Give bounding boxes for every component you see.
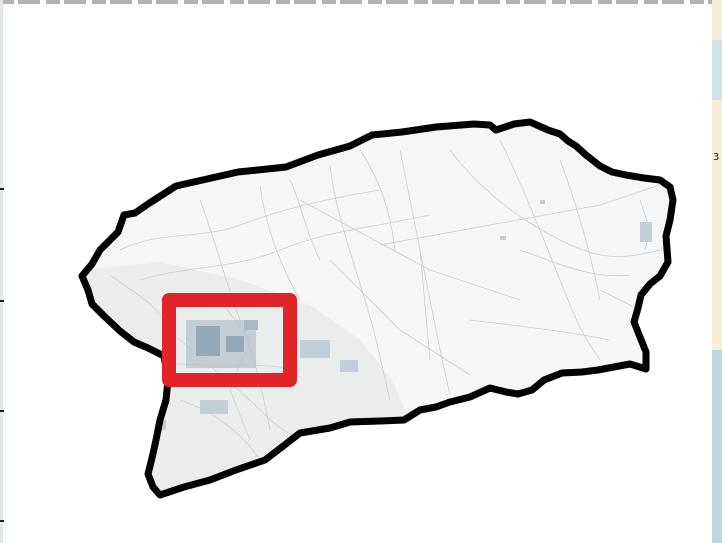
left-edge-strip — [0, 0, 3, 543]
adjacent-map-tile-bottom — [712, 350, 722, 543]
adjacent-slide-edge: 3 — [712, 0, 722, 543]
highlight-box — [162, 293, 297, 387]
island-boundary — [78, 118, 677, 499]
adjacent-map-tile-top — [712, 40, 722, 100]
adjacent-edge-label: 3 — [713, 152, 720, 163]
left-edge-marks — [0, 0, 6, 543]
top-text-cutoff — [0, 0, 712, 4]
